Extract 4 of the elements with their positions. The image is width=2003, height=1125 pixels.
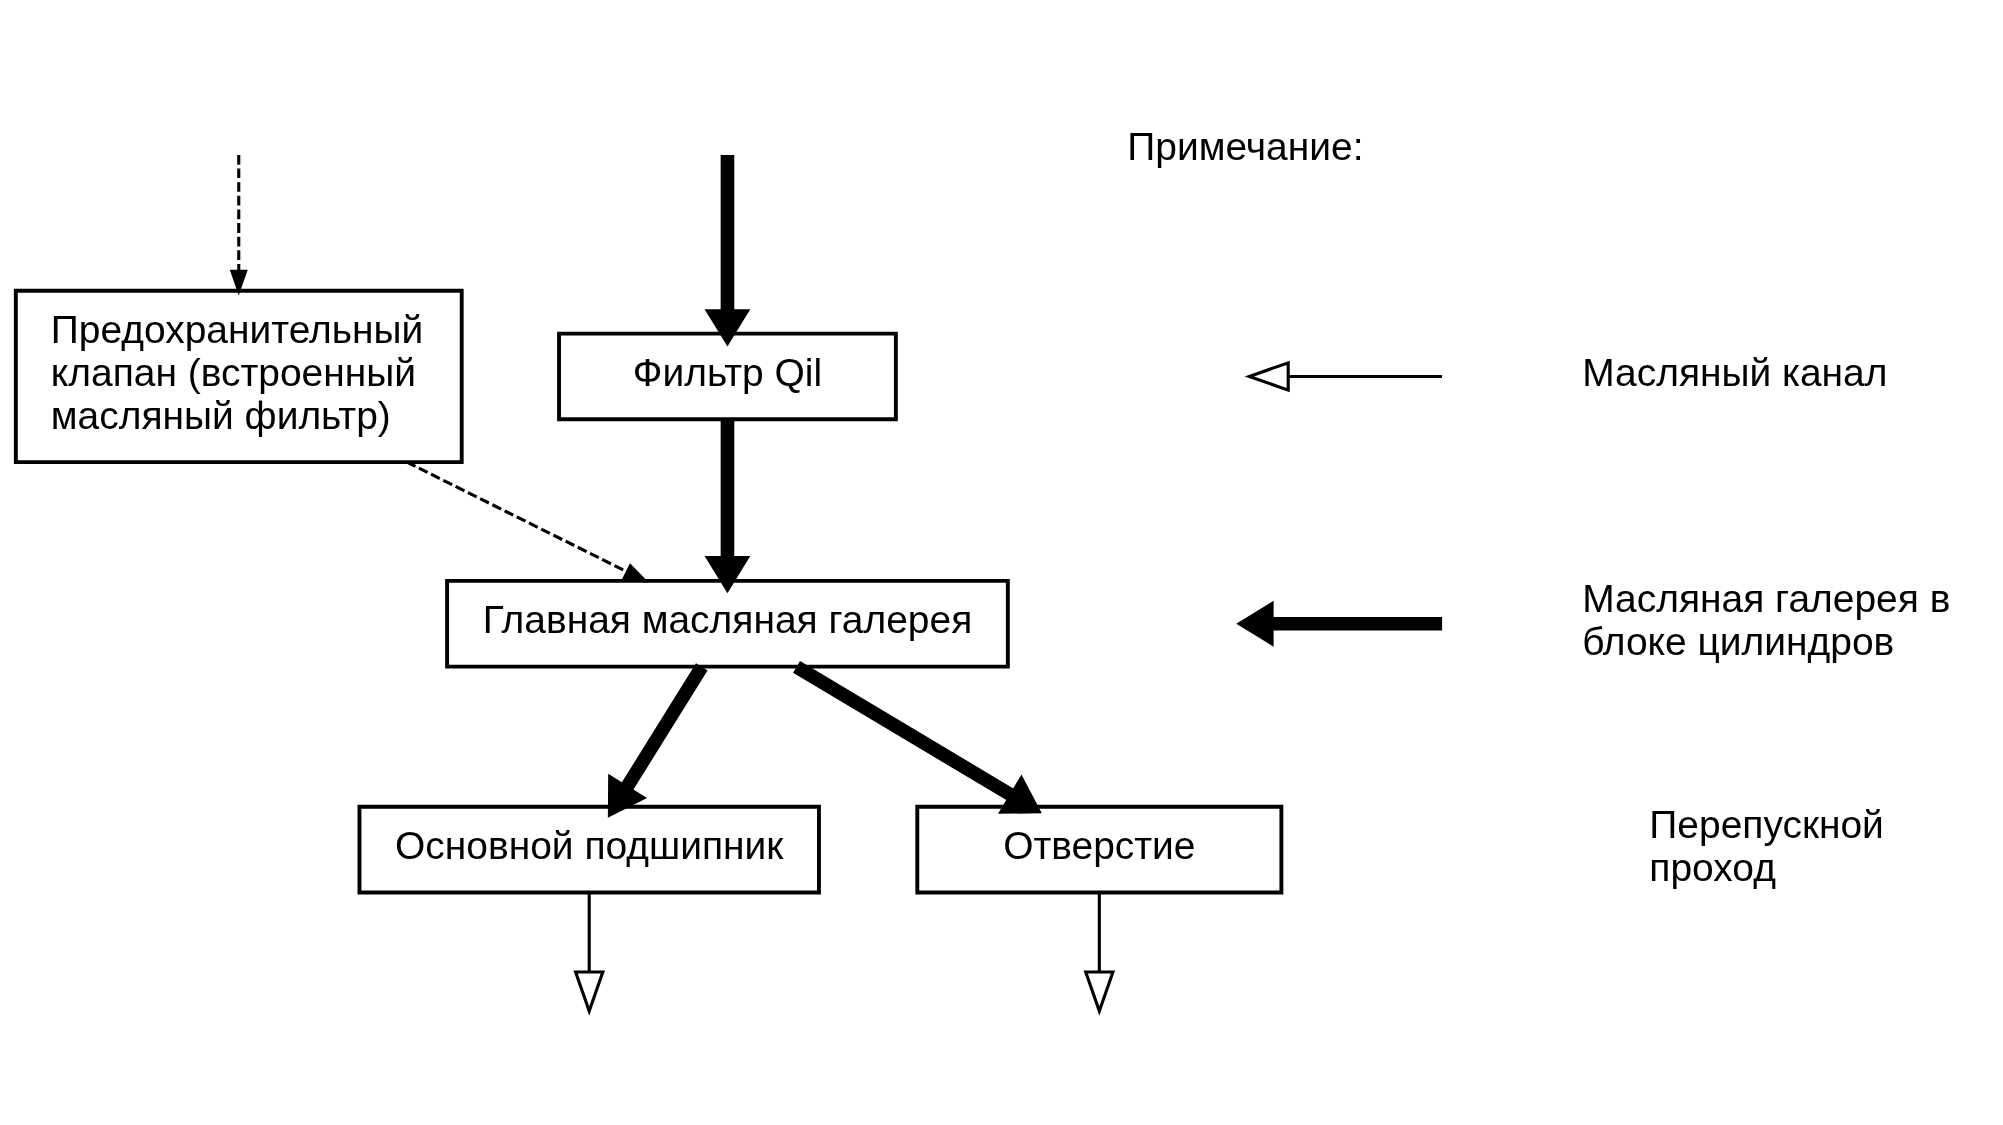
label: Перепускной проход xyxy=(1649,802,1884,889)
legend-label: Масляная галерея в блоке цилиндров xyxy=(1582,576,1951,663)
legend-label: Масляный канал xyxy=(1582,350,1888,394)
label: Примечание: xyxy=(1127,124,1364,168)
